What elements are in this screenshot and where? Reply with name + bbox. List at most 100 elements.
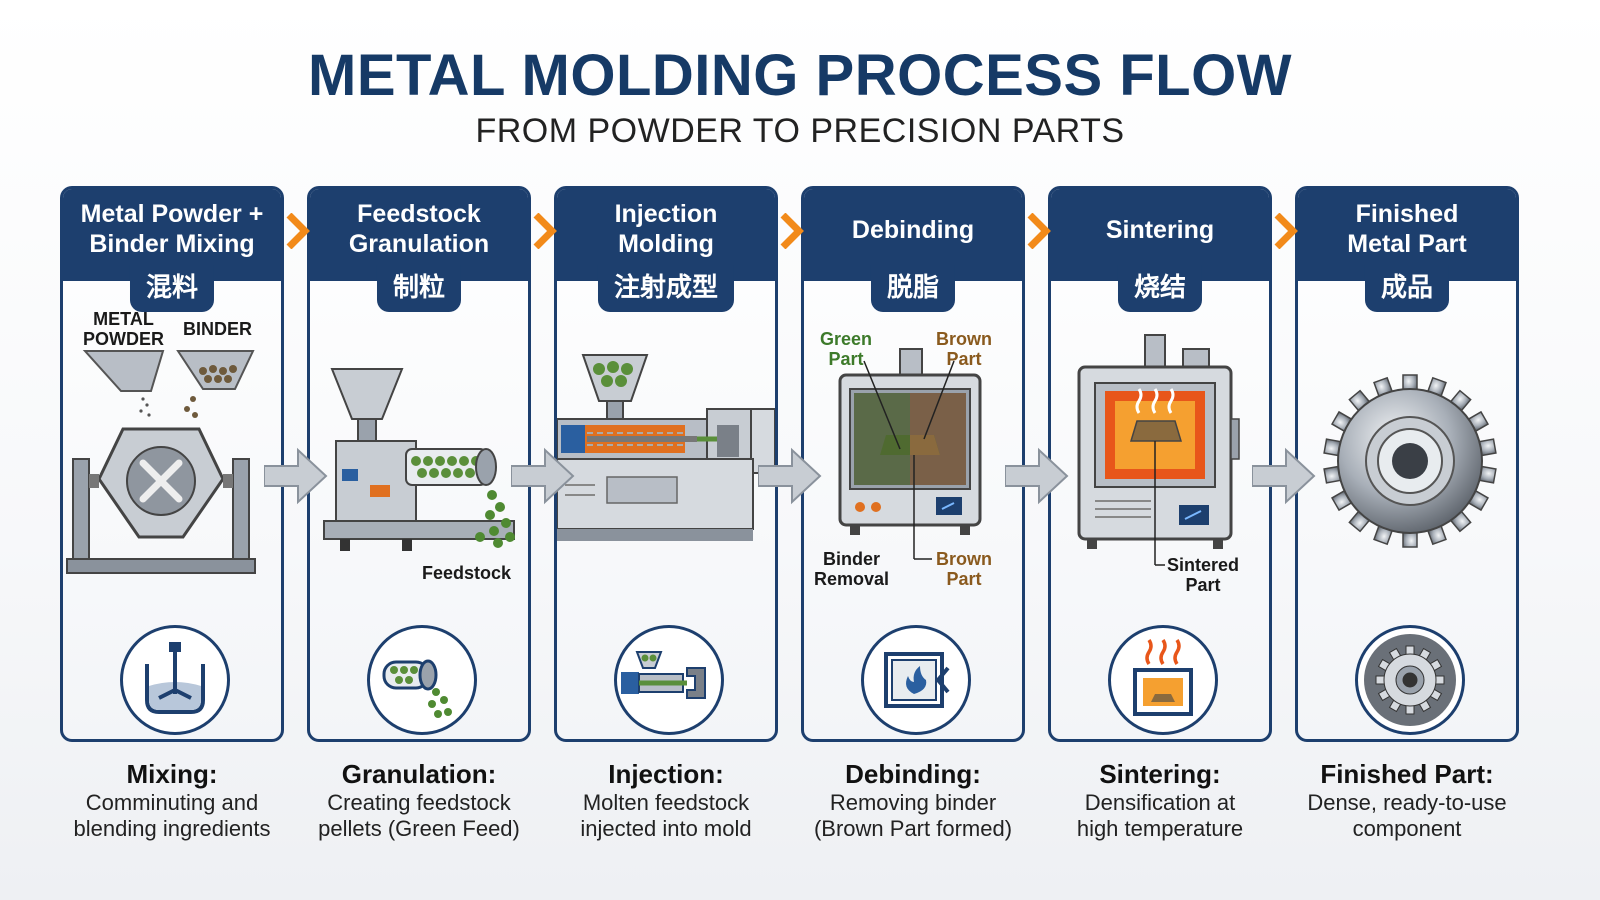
flow-arrow-icon [758, 447, 822, 505]
mixer-illustration: METAL POWDER BINDER [63, 309, 281, 609]
feedstock-label: Feedstock [422, 563, 512, 583]
label-line: Binder [823, 549, 881, 569]
caption-sintering: Sintering: Densification at high tempera… [1030, 758, 1290, 842]
label-line: METAL [93, 309, 154, 329]
stage-title: Feedstock Granulation [310, 199, 528, 259]
extruder-machine-drawing [323, 368, 515, 551]
label-line: Removal [814, 569, 890, 589]
binder-removal-label: Binder Removal [814, 549, 889, 589]
caption-title: Sintering: [1099, 759, 1221, 789]
stage-granulation: Feedstock Granulation 制粒 Feedstoc [307, 186, 531, 742]
page-subtitle: FROM POWDER TO PRECISION PARTS [475, 112, 1125, 150]
stage-injection: Injection Molding 注射成型 [554, 186, 778, 742]
mixer-tank-icon [120, 625, 230, 735]
label-line: Sintered [1167, 555, 1240, 575]
sintering-oven-illustration: Sintered Part [1051, 309, 1269, 609]
green-part-label: Green Part [820, 329, 872, 369]
caption-granulation: Granulation: Creating feedstock pellets … [289, 758, 549, 842]
stage-title-line1: Metal Powder + [80, 200, 264, 228]
label-line: Part [946, 569, 982, 589]
caption-line1: Creating feedstock [327, 790, 511, 815]
stage-title-cn: 注射成型 [597, 265, 735, 312]
caption-line1: Comminuting and [85, 790, 259, 815]
metal-powder-label: METAL POWDER [83, 309, 164, 349]
granulator-illustration: Feedstock [310, 309, 528, 609]
binder-label: BINDER [183, 319, 253, 339]
page-title: METAL MOLDING PROCESS FLOW [308, 43, 1292, 108]
caption-finished: Finished Part: Dense, ready-to-use compo… [1277, 758, 1537, 842]
sintering-oven-icon [1108, 625, 1218, 735]
label-line: Brown [936, 329, 992, 349]
caption-line1: Densification at [1084, 790, 1236, 815]
mixer-machine-drawing [66, 350, 256, 574]
chevron-right-icon [286, 213, 310, 249]
stage-title-line1: Feedstock [357, 200, 481, 228]
caption-line1: Molten feedstock [582, 790, 750, 815]
stage-title: Injection Molding [557, 199, 775, 259]
caption-line1: Dense, ready-to-use [1307, 790, 1507, 815]
label-line: POWDER [83, 329, 164, 349]
stage-title-cn: 制粒 [376, 265, 462, 312]
gear-drawing [1323, 374, 1497, 548]
caption-title: Injection: [608, 759, 724, 789]
caption-line2: high temperature [1076, 816, 1244, 841]
chevron-right-icon [1027, 213, 1051, 249]
flow-arrow-icon [511, 447, 575, 505]
caption-injection: Injection: Molten feedstock injected int… [536, 758, 796, 842]
caption-title: Debinding: [845, 759, 981, 789]
label-line: Part [1185, 575, 1221, 595]
stage-title-cn: 脱脂 [870, 265, 956, 312]
stage-title-line1: Sintering [1105, 216, 1215, 244]
caption-line2: injected into mold [580, 816, 752, 841]
label-line: Part [946, 349, 982, 369]
caption-title: Granulation: [341, 759, 497, 789]
flow-arrow-icon [264, 447, 328, 505]
pellet-extruder-icon [367, 625, 477, 735]
caption-line2: blending ingredients [73, 816, 271, 841]
stage-title: Metal Powder + Binder Mixing [63, 199, 281, 259]
stage-title-line1: Finished [1355, 200, 1459, 228]
stage-title-cn: 烧结 [1117, 265, 1203, 312]
stage-title-cn: 混料 [129, 265, 215, 312]
injection-machine-illustration [557, 309, 775, 609]
stage-title-line2: Metal Part [1347, 230, 1467, 258]
stage-header: Feedstock Granulation [310, 189, 528, 281]
stage-debinding: Debinding 脱脂 Green Part Brown Part [801, 186, 1025, 742]
sintered-part-label: Sintered Part [1167, 555, 1239, 595]
caption-line2: component [1352, 816, 1462, 841]
debinding-furnace-illustration: Green Part Brown Part Binder Remova [804, 309, 1022, 609]
caption-mixing: Mixing: Comminuting and blending ingredi… [42, 758, 302, 842]
caption-title: Mixing: [126, 759, 218, 789]
stage-mixing: Metal Powder + Binder Mixing 混料 METAL PO… [60, 186, 284, 742]
flow-arrow-icon [1252, 447, 1316, 505]
caption-line2: (Brown Part formed) [813, 816, 1013, 841]
stage-title-line2: Granulation [348, 230, 490, 258]
stage-title: Debinding [804, 215, 1022, 245]
chevron-right-icon [780, 213, 804, 249]
injection-mold-icon [614, 625, 724, 735]
caption-line1: Removing binder [829, 790, 997, 815]
stage-title-line1: Debinding [851, 216, 975, 244]
stage-title-line1: Injection [614, 200, 718, 228]
stage-title-cn: 成品 [1364, 265, 1450, 312]
stage-title: Sintering [1051, 215, 1269, 245]
caption-line2: pellets (Green Feed) [318, 816, 520, 841]
caption-title: Finished Part: [1320, 759, 1494, 789]
stage-title: Finished Metal Part [1298, 199, 1516, 259]
stage-header: Sintering [1051, 189, 1269, 281]
label-line: Green [820, 329, 873, 349]
furnace-flame-icon [861, 625, 971, 735]
caption-debinding: Debinding: Removing binder (Brown Part f… [783, 758, 1043, 842]
injection-machine-drawing [557, 354, 775, 541]
brown-part-label-bottom: Brown Part [936, 549, 992, 589]
stage-title-line2: Molding [618, 230, 714, 258]
chevron-right-icon [533, 213, 557, 249]
stage-finished: Finished Metal Part 成品 [1295, 186, 1519, 742]
stage-title-line2: Binder Mixing [89, 230, 255, 258]
furnace-drawing [838, 348, 982, 560]
finished-gear-illustration [1298, 309, 1516, 609]
label-line: Brown [936, 549, 992, 569]
flow-arrow-icon [1005, 447, 1069, 505]
brown-part-label-top: Brown Part [936, 329, 992, 369]
gear-icon [1355, 625, 1465, 735]
